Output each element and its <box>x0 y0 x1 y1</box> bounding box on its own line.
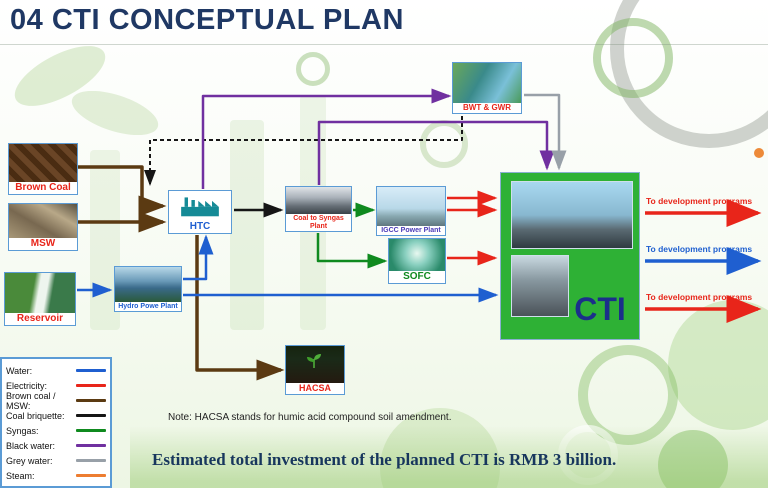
legend-item: Brown coal / MSW: <box>6 390 106 411</box>
output-label-2: To development programs <box>646 244 753 254</box>
bwt-gwr-image <box>453 63 521 103</box>
cti-label: CTI <box>574 291 626 327</box>
output-label-1: To development programs <box>646 196 753 206</box>
node-hydro-power-plant: Hydro Powe Plant <box>114 266 182 312</box>
legend-item: Grey water: <box>6 453 106 468</box>
reservoir-image <box>5 273 75 313</box>
legend-item: Electricity: <box>6 378 106 393</box>
legend-line-grey-water <box>76 459 106 462</box>
investment-statement: Estimated total investment of the planne… <box>152 450 617 469</box>
hydro-plant-image <box>115 267 181 302</box>
edge-htc-to-hacsa <box>195 235 285 381</box>
edge-bwt-to-cti-greywater <box>524 93 567 171</box>
node-hacsa: HACSA <box>285 345 345 395</box>
node-msw: MSW <box>8 203 78 251</box>
node-brown-coal: Brown Coal <box>8 143 78 195</box>
legend-item: Steam: <box>6 468 106 483</box>
decoration-ring <box>296 52 330 86</box>
brown-coal-image <box>9 144 77 182</box>
legend-label: Coal briquette: <box>6 410 65 421</box>
cti-plant-image-large <box>511 181 633 249</box>
cti-plant-image-small <box>511 255 569 317</box>
legend-line-black-water <box>76 444 106 447</box>
output-label-3: To development programs <box>646 292 753 302</box>
legend-line-electricity <box>76 384 106 387</box>
node-label: Hydro Powe Plant <box>115 301 181 311</box>
decoration-leaf <box>66 81 164 145</box>
edge-syngas-to-sofc <box>316 233 388 269</box>
decoration-ring <box>593 18 673 98</box>
legend-line-steam <box>76 474 106 477</box>
decoration-ring <box>610 0 768 148</box>
hacsa-image <box>286 346 344 383</box>
msw-image <box>9 204 77 238</box>
legend-line-coal-briquette <box>76 414 106 417</box>
page-title: 04 CTI CONCEPTUAL PLAN <box>10 4 404 36</box>
hacsa-note: Note: HACSA stands for humic acid compou… <box>168 412 452 423</box>
node-label: BWT & GWR <box>453 102 521 113</box>
node-cti: CTI <box>500 172 640 340</box>
legend-label: Electricity: <box>6 380 48 391</box>
decoration-leaf <box>5 33 115 119</box>
node-label: SOFC <box>389 270 445 283</box>
node-reservoir: Reservoir <box>4 272 76 326</box>
decoration-ring <box>420 120 468 168</box>
node-label: MSW <box>9 237 77 250</box>
igcc-image <box>377 187 445 226</box>
legend-label: Brown coal / MSW: <box>6 390 56 411</box>
legend-line-brown-coal <box>76 399 106 402</box>
node-label: Brown Coal <box>9 181 77 194</box>
legend-line-water <box>76 369 106 372</box>
decoration-dot <box>754 148 764 158</box>
legend: Water: Electricity: Brown coal / MSW: Co… <box>0 357 112 488</box>
legend-label: Water: <box>6 365 33 376</box>
syngas-plant-image <box>286 187 351 215</box>
node-bwt-gwr: BWT & GWR <box>452 62 522 114</box>
factory-icon <box>169 191 231 221</box>
legend-label: Grey water: <box>6 455 53 466</box>
decoration-circle <box>668 300 768 430</box>
node-label: HTC <box>169 220 231 233</box>
node-sofc: SOFC <box>388 238 446 284</box>
node-htc: HTC <box>168 190 232 234</box>
node-label: IGCC Power Plant <box>377 225 445 235</box>
edge-hydro-to-htc-water <box>183 234 214 281</box>
decoration-building <box>230 120 264 330</box>
legend-item: Black water: <box>6 438 106 453</box>
edge-htc-to-bwt-blackwater <box>201 88 452 189</box>
legend-label: Syngas: <box>6 425 39 436</box>
decoration-ring <box>578 345 678 445</box>
edge-bwt-to-htc-recycle <box>144 116 463 186</box>
node-igcc-power-plant: IGCC Power Plant <box>376 186 446 236</box>
legend-item: Syngas: <box>6 423 106 438</box>
sofc-image <box>389 239 445 271</box>
legend-label: Steam: <box>6 470 35 481</box>
node-coal-to-syngas-plant: Coal to Syngas Plant <box>285 186 352 232</box>
legend-item: Water: <box>6 363 106 378</box>
sprout-icon <box>307 354 321 368</box>
legend-line-syngas <box>76 429 106 432</box>
legend-label: Black water: <box>6 440 56 451</box>
legend-item: Coal briquette: <box>6 408 106 423</box>
node-label: Reservoir <box>5 312 75 325</box>
edge-brown-coal-to-htc <box>78 165 167 217</box>
title-divider <box>0 44 768 45</box>
node-label: HACSA <box>286 382 344 394</box>
node-label: Coal to Syngas Plant <box>286 214 351 231</box>
